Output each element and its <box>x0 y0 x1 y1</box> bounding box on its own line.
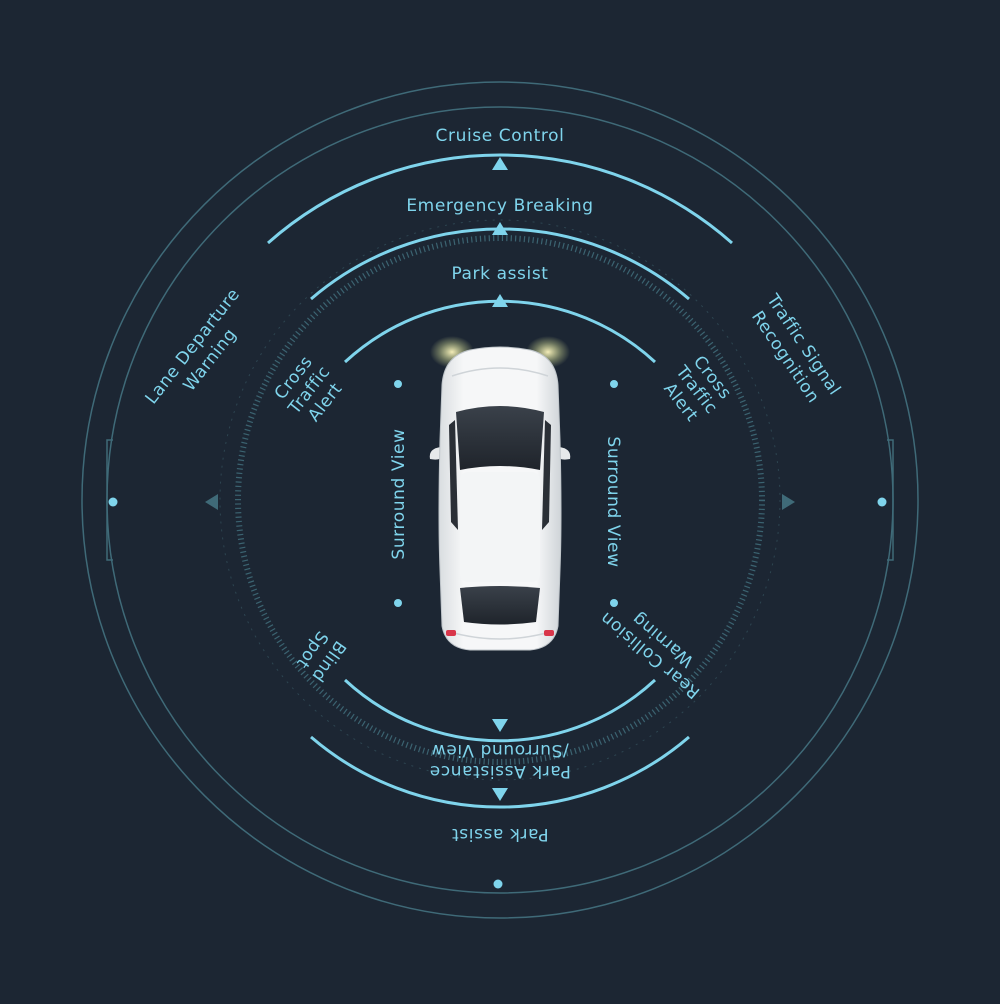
triangle-arrow-icon <box>492 788 508 801</box>
triangle-arrow-icon <box>492 157 508 170</box>
label-park-assistance-surround: Park Assistance /Surround View <box>429 740 571 781</box>
indicator-dot-icon <box>877 497 887 507</box>
triangle-arrow-icon <box>492 294 508 307</box>
triangle-arrow-icon <box>205 494 218 510</box>
inner-dashed-ring <box>219 219 781 781</box>
frame-bracket-left <box>106 439 113 561</box>
svg-text:/Surround View: /Surround View <box>431 740 569 760</box>
svg-text:Park Assistance: Park Assistance <box>429 761 571 781</box>
label-surround-view-right: Surround View <box>603 436 623 567</box>
tick-ring <box>235 235 765 765</box>
arc-park-assistance-surround <box>310 735 690 809</box>
car-top-view-icon <box>429 336 571 651</box>
indicator-dot-icon <box>394 599 402 607</box>
label-surround-view-left: Surround View <box>389 428 409 559</box>
outer-frame-ring <box>106 106 894 894</box>
label-blind-spot: Blind Spot <box>292 627 350 685</box>
indicator-dot-icon <box>108 497 118 507</box>
indicator-dot-icon <box>493 879 503 889</box>
label-emergency-breaking: Emergency Breaking <box>406 196 593 216</box>
triangle-arrow-icon <box>782 494 795 510</box>
label-park-assist-front: Park assist <box>451 264 548 284</box>
outer-ring <box>81 81 919 919</box>
label-cruise-control: Cruise Control <box>436 126 565 146</box>
label-rear-collision: Rear Collision Warning <box>596 607 704 702</box>
label-lane-departure: Lane Departure Warning <box>142 285 245 409</box>
arc-blind-spot-rear-collision <box>343 678 657 743</box>
indicator-dot-icon <box>610 599 618 607</box>
indicator-dot-icon <box>610 380 618 388</box>
label-cross-traffic-left: Cross Traffic Alert <box>271 352 347 426</box>
triangle-arrow-icon <box>492 719 508 732</box>
frame-bracket-right <box>887 439 894 561</box>
arc-emergency-braking <box>267 153 733 245</box>
indicator-dot-icon <box>394 380 402 388</box>
label-park-assist-rear: Park assist <box>451 824 548 844</box>
triangle-arrow-icon <box>492 222 508 235</box>
